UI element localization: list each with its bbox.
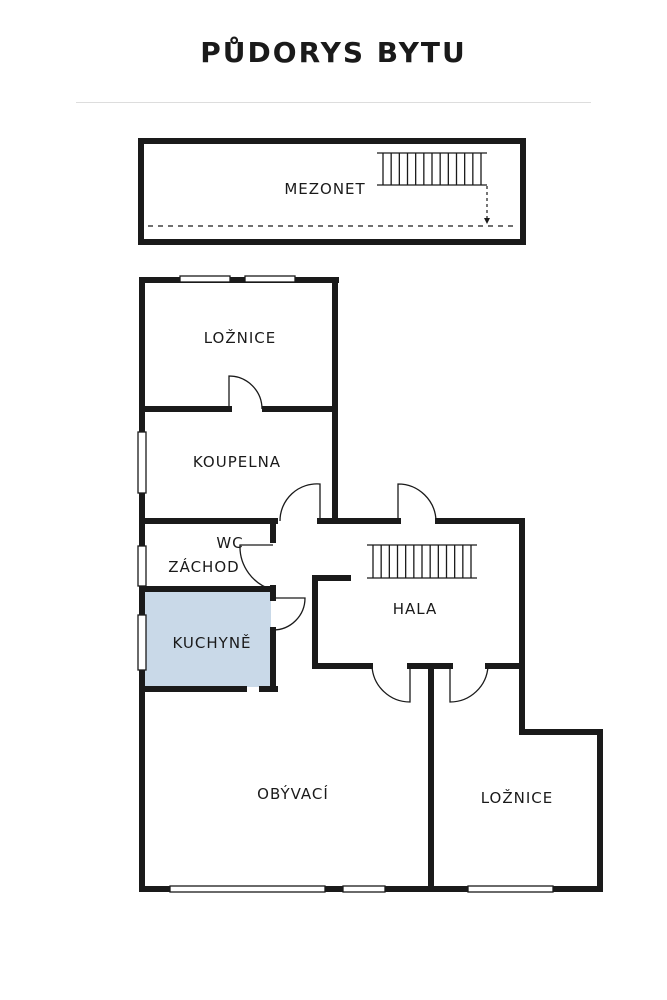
room-label-kuchyne: KUCHYNĚ [172,633,251,652]
walls [139,277,603,892]
page-title: PŮDORYS BYTU [200,36,467,69]
room-label-hala: HALA [393,600,438,618]
kitchen-highlight [145,592,271,687]
room-label-koupelna: KOUPELNA [193,453,281,471]
room-label-zachod: ZÁCHOD [168,557,239,576]
divider [76,102,591,103]
mezonet-stairs [377,152,487,186]
hala-stairs [367,544,477,579]
windows [137,275,554,893]
mezonet-plan: MEZONET [138,138,526,245]
room-label-obyvaci: OBÝVACÍ [257,784,329,803]
doors [228,375,489,703]
room-label-mezonet: MEZONET [284,180,365,198]
room-label-loznice-1: LOŽNICE [204,328,277,347]
room-label-wc: WC [216,534,243,552]
room-label-loznice-2: LOŽNICE [481,788,554,807]
